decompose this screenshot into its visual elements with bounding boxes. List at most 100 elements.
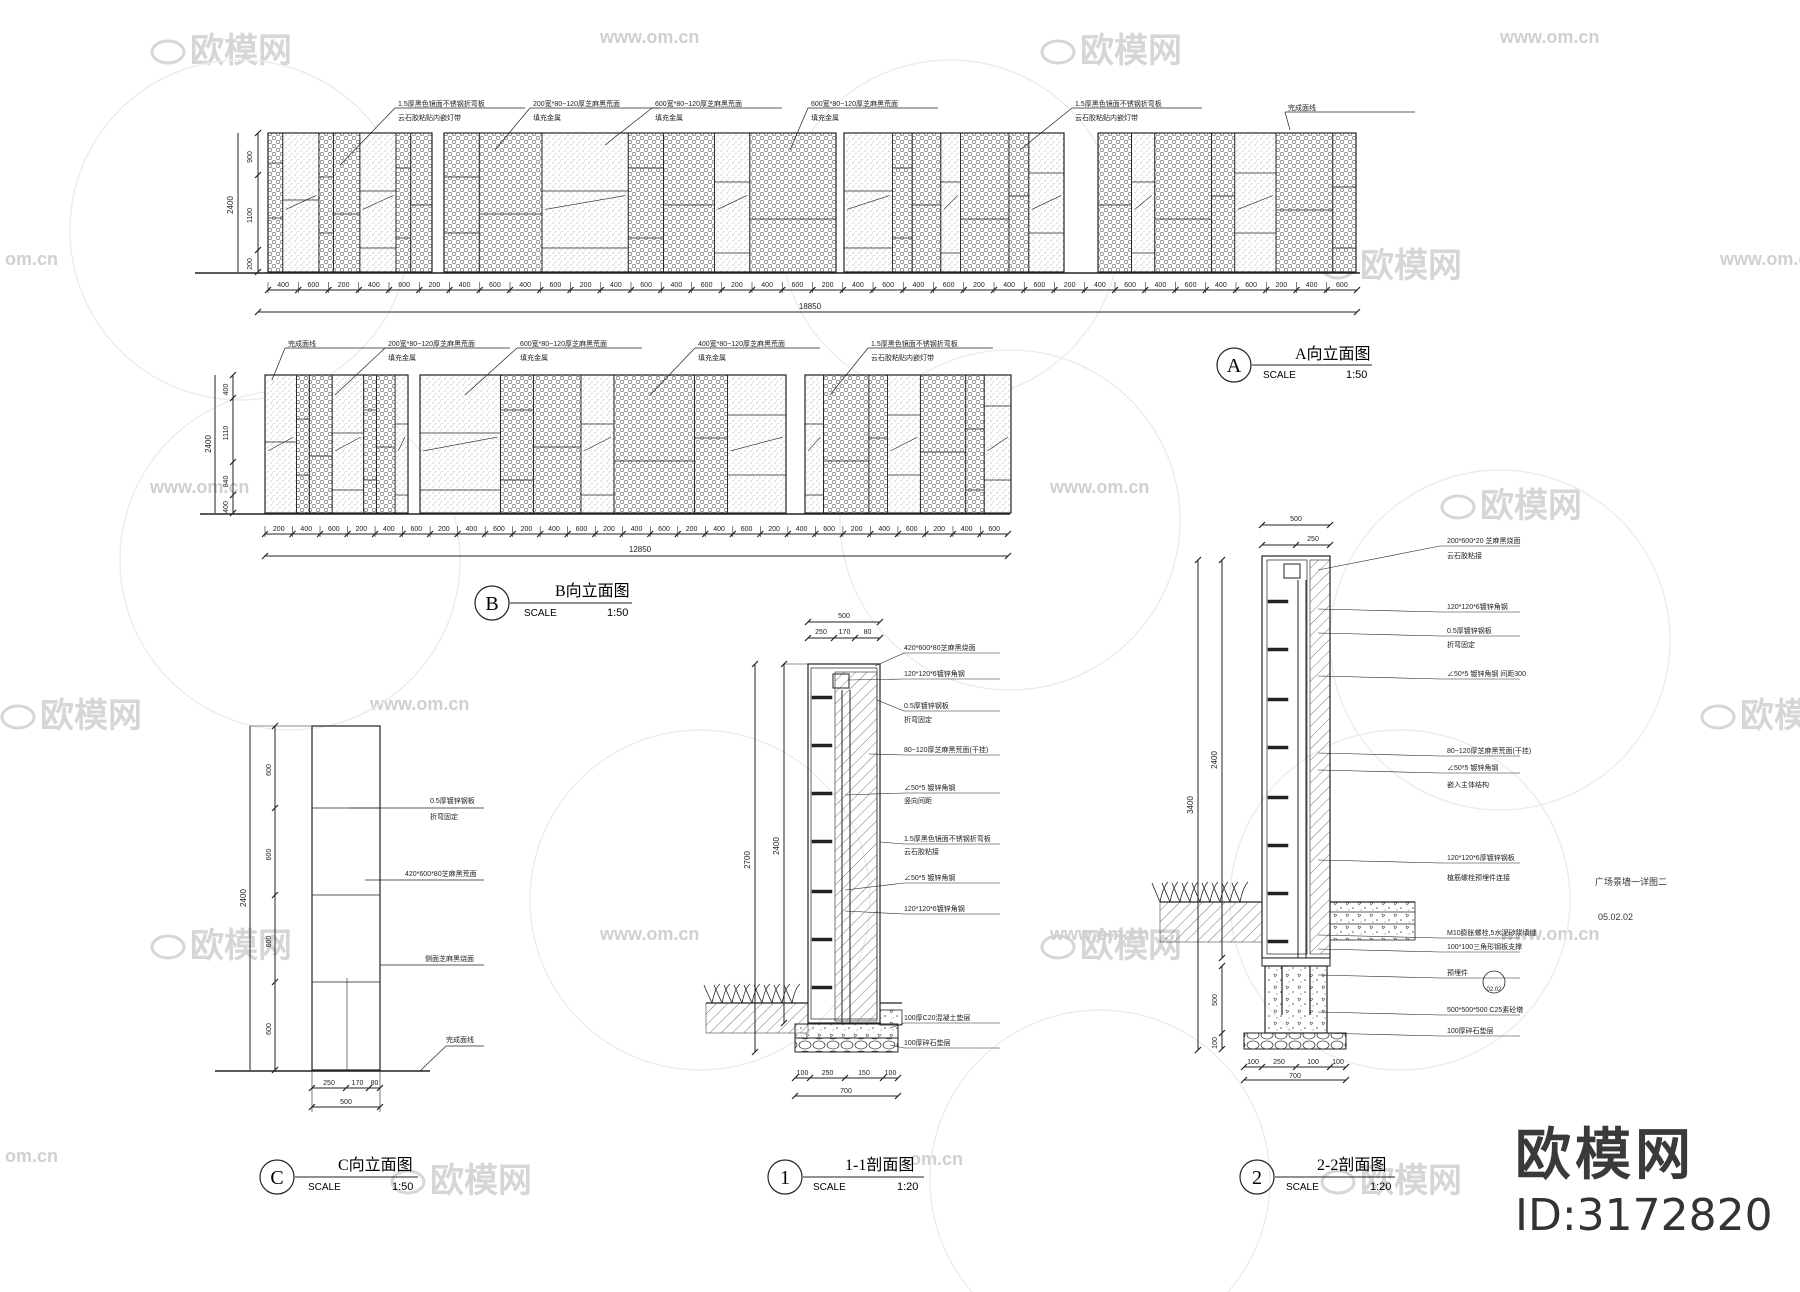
dim-width: 400 bbox=[761, 282, 773, 289]
stone-crack bbox=[890, 436, 918, 452]
title-2-scale-word: SCALE bbox=[1286, 1182, 1319, 1193]
plant-icon bbox=[1171, 881, 1189, 903]
stone-crack bbox=[1134, 195, 1152, 210]
dim-tick bbox=[804, 618, 812, 626]
dim-tick bbox=[1004, 530, 1012, 538]
dim-overall: 700 bbox=[840, 1088, 852, 1095]
title-b-text: B向立面图 bbox=[555, 582, 630, 600]
stone-crack bbox=[544, 195, 626, 210]
dim-width: 600 bbox=[1034, 282, 1046, 289]
leader-line bbox=[339, 107, 396, 166]
stone-band bbox=[960, 132, 1010, 273]
leader-line bbox=[1317, 948, 1441, 953]
leader-line bbox=[334, 347, 386, 396]
note-text: 折弯固定 bbox=[430, 812, 458, 821]
dim-tick bbox=[851, 634, 859, 642]
dim-width: 600 bbox=[1245, 282, 1257, 289]
leader-line bbox=[868, 753, 905, 756]
stone-crack bbox=[1031, 195, 1062, 210]
leader-line bbox=[1317, 769, 1441, 774]
dim-tick bbox=[841, 1074, 849, 1082]
watermark-logo-icon bbox=[0, 704, 36, 730]
watermark-logo-text: 欧模网 bbox=[190, 927, 292, 965]
plant-icon bbox=[1151, 881, 1169, 903]
dim-width: 200 bbox=[521, 526, 533, 533]
stone-band bbox=[1332, 132, 1357, 273]
watermark-url: www.om.cn bbox=[369, 694, 469, 714]
dim-overall: 500 bbox=[838, 613, 850, 620]
steel-angle bbox=[811, 985, 833, 990]
dim-width: 100 bbox=[1332, 1059, 1344, 1066]
watermark-logo-icon bbox=[1040, 934, 1076, 960]
dim-tick bbox=[1326, 521, 1334, 529]
note-text: 0.5厚镀锌钢板 bbox=[430, 796, 475, 805]
dim-width: 400 bbox=[519, 282, 531, 289]
stone-band bbox=[823, 374, 870, 514]
dim-tick bbox=[254, 171, 262, 179]
dim-tick bbox=[1342, 1076, 1350, 1084]
dim-width: 400 bbox=[548, 526, 560, 533]
dim-width: 600 bbox=[988, 526, 1000, 533]
stone-band bbox=[500, 374, 534, 514]
title-block-1: 1 1-1剖面图 SCALE 1:20 bbox=[767, 1156, 924, 1195]
note-text: 120*120*6厚镀锌钢板 bbox=[1447, 853, 1515, 862]
dim-tick bbox=[229, 509, 237, 517]
dim-width: 400 bbox=[1155, 282, 1167, 289]
dim-width: 200 bbox=[429, 282, 441, 289]
steel-angle bbox=[1267, 599, 1289, 604]
title-block-a: A A向立面图 SCALE 1:50 bbox=[1216, 345, 1372, 383]
stone-crack bbox=[285, 195, 316, 210]
dim-width: 600 bbox=[943, 282, 955, 289]
dim-height: 600 bbox=[266, 936, 273, 948]
dim-tick bbox=[1342, 1063, 1350, 1071]
stone-band bbox=[663, 132, 715, 273]
dim-tick bbox=[876, 618, 884, 626]
stone-crack bbox=[422, 436, 498, 452]
stone-band bbox=[892, 132, 913, 273]
note-text: 完成面线 bbox=[1288, 103, 1316, 112]
stone-band bbox=[541, 132, 629, 273]
stone-band bbox=[1008, 132, 1030, 273]
note-text: 100厚碎石垫层 bbox=[1447, 1026, 1494, 1035]
note-text: 竖向间距 bbox=[904, 796, 932, 805]
watermark-logo-icon bbox=[150, 39, 186, 65]
dim-tick bbox=[1326, 541, 1334, 549]
stone-band bbox=[267, 132, 284, 273]
dim-width: 150 bbox=[858, 1070, 870, 1077]
note-text: 600宽*80~120厚芝麻黑荒面 bbox=[811, 99, 898, 108]
dim-tick bbox=[261, 552, 269, 560]
stone-band bbox=[533, 374, 582, 514]
dim-width: 600 bbox=[741, 526, 753, 533]
dim-width: 200 bbox=[822, 282, 834, 289]
dim-width: 400 bbox=[1094, 282, 1106, 289]
steel-angle bbox=[811, 695, 833, 700]
dim-width: 100 bbox=[797, 1070, 809, 1077]
note-text: 200*600*20 芝麻黑烧面 bbox=[1447, 536, 1521, 545]
note-text: 0.5厚镀锌钢板 bbox=[1447, 626, 1492, 635]
note-text: 100厚碎石垫层 bbox=[904, 1038, 951, 1047]
stone-band bbox=[1097, 132, 1132, 273]
note-text: ∠50*5 镀锌角钢 bbox=[1447, 763, 1498, 772]
finish-block bbox=[879, 1009, 903, 1026]
note-text-2: 填充金属 bbox=[698, 353, 726, 362]
steel-angle-top bbox=[1283, 563, 1301, 579]
dim-width: 400 bbox=[1003, 282, 1015, 289]
stone-band bbox=[308, 374, 333, 514]
steel-angle bbox=[1267, 647, 1289, 652]
stone-band bbox=[395, 132, 412, 273]
base-plate bbox=[1261, 957, 1331, 967]
watermark-logo-icon bbox=[1700, 704, 1736, 730]
leader-line bbox=[1317, 752, 1441, 757]
leader-line bbox=[879, 841, 905, 845]
stone-crack bbox=[397, 436, 406, 452]
watermark-logo-text: 欧模网 bbox=[430, 1162, 532, 1200]
dim-tick bbox=[1258, 1063, 1266, 1071]
note-text: 80~120厚芝麻黑荒面(干挂) bbox=[1447, 746, 1531, 755]
stone-band bbox=[694, 374, 728, 514]
dim-tick bbox=[1218, 962, 1226, 970]
note-text: 1.5厚黑色镜面不锈钢折弯板 bbox=[398, 99, 485, 108]
note-text: 嵌入主体结构 bbox=[1447, 780, 1489, 789]
note-text: 云石胶粘接 bbox=[904, 847, 939, 856]
concrete-bed bbox=[794, 1023, 899, 1039]
leader-line bbox=[844, 910, 905, 915]
